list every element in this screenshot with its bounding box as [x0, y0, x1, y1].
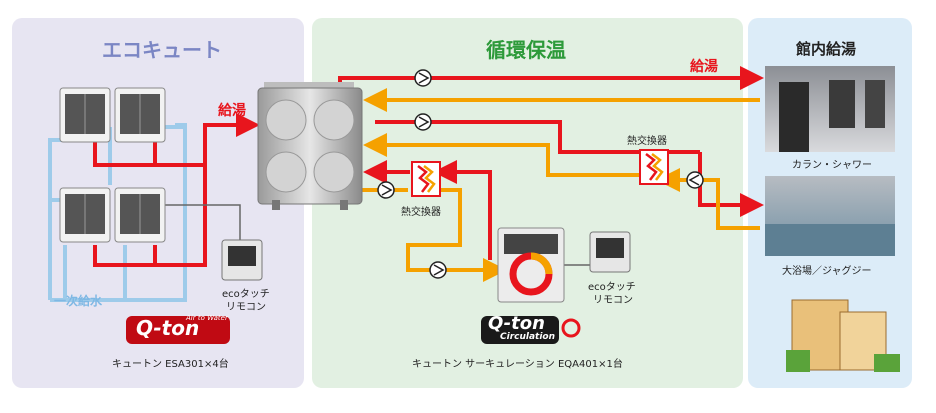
- ecocute-title: エコキュート: [102, 38, 222, 62]
- return-line-circ-unit: [406, 188, 507, 282]
- remote-control-mid-icon: [589, 231, 631, 273]
- hex-right-label: 熱交換器: [627, 136, 667, 147]
- primary-water-label: 一次給水: [54, 294, 103, 308]
- logo-left-text: Q-ton: [136, 316, 200, 340]
- logo-mid-subtext: Circulation: [500, 332, 556, 342]
- pump-circ: [429, 261, 447, 279]
- heat-exchanger-left-icon: [411, 161, 441, 197]
- building-title: 館内給湯: [796, 40, 857, 58]
- heat-pump-unit-4: [114, 187, 166, 243]
- hotel-building-icon: [786, 299, 900, 372]
- remote-mid-label-2: リモコン: [593, 295, 633, 306]
- bath-photo: [765, 176, 895, 256]
- remote-left-label-2: リモコン: [226, 302, 266, 313]
- remote-control-left-icon: [221, 239, 263, 281]
- hot-line-circ-unit: [433, 160, 492, 260]
- circulation-title: 循環保温: [486, 38, 566, 62]
- hot-line-shower: [338, 66, 764, 100]
- heat-pump-unit-1: [59, 87, 111, 143]
- supply-label-right: 給湯: [690, 59, 718, 75]
- hot-line-hex-right: [375, 120, 640, 154]
- qton-logo-left: [126, 316, 230, 344]
- return-line-hex-right: [363, 133, 640, 177]
- remote-wire-left: [165, 204, 241, 240]
- circulation-unit: [497, 227, 565, 303]
- qton-logo-mid: [481, 316, 581, 344]
- shower-caption: カラン・シャワー: [792, 160, 872, 171]
- pump-tank: [377, 181, 395, 199]
- logo-left-subtext: Air to Water: [186, 314, 228, 322]
- heat-pump-unit-3: [59, 187, 111, 243]
- remote-left-label-1: ecoタッチ: [222, 289, 270, 300]
- remote-mid-label-1: ecoタッチ: [588, 282, 636, 293]
- pump-mid: [414, 113, 432, 131]
- circ-product-caption: キュートン サーキュレーション EQA401×1台: [412, 359, 623, 370]
- heat-exchanger-right-icon: [639, 149, 669, 185]
- hex-left-label: 熱交換器: [401, 207, 441, 218]
- pump-top: [414, 69, 432, 87]
- bath-caption: 大浴場／ジャグジー: [782, 266, 872, 277]
- logo-mid-text: Q-ton: [488, 313, 545, 334]
- shower-room-photo: [765, 66, 895, 152]
- heat-pump-unit-2: [114, 87, 166, 143]
- eco-product-caption: キュートン ESA301×4台: [112, 359, 229, 370]
- supply-label-left: 給湯: [218, 103, 246, 119]
- storage-tank: [257, 82, 363, 210]
- pump-bath: [686, 171, 704, 189]
- hot-line-bath: [698, 152, 764, 217]
